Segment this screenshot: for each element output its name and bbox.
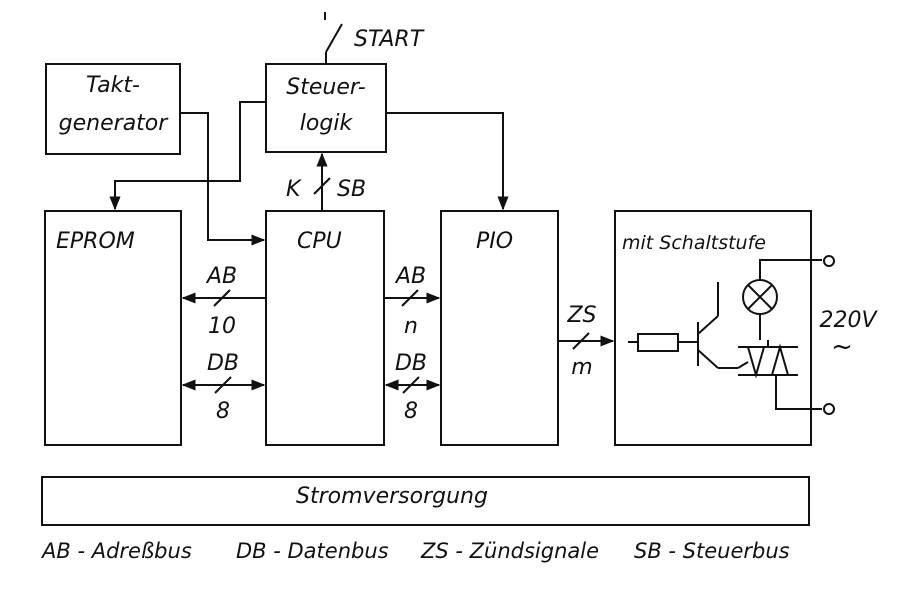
taktgenerator-label-2: generator bbox=[59, 111, 170, 136]
zs-width: m bbox=[571, 355, 592, 380]
cpu-label: CPU bbox=[297, 229, 342, 254]
legend-sb: SB - Steuerbus bbox=[634, 539, 790, 563]
control-to-eprom-line bbox=[109, 101, 266, 211]
ac-symbol: ~ bbox=[831, 332, 853, 362]
schaltstufe-label: mit Schaltstufe bbox=[622, 232, 766, 254]
stromversorgung-label: Stromversorgung bbox=[296, 484, 488, 509]
sb-bus-slash bbox=[313, 177, 331, 195]
sb-label: SB bbox=[337, 177, 366, 202]
k-label: K bbox=[286, 177, 302, 202]
ab-pio-label: AB bbox=[394, 264, 426, 289]
triac-icon bbox=[737, 340, 798, 379]
ab-pio-slash bbox=[401, 289, 419, 307]
db-eprom-label: DB bbox=[207, 351, 239, 376]
ab-eprom-width: 10 bbox=[208, 314, 236, 339]
terminal-bottom bbox=[823, 403, 835, 415]
ab-pio-width: n bbox=[404, 314, 418, 339]
taktgenerator-block bbox=[45, 63, 181, 155]
control-to-pio-line bbox=[386, 112, 509, 211]
zs-slash bbox=[572, 332, 590, 350]
db-eprom-width: 8 bbox=[216, 399, 230, 424]
cpu-block bbox=[265, 210, 385, 446]
db-pio-width: 8 bbox=[404, 399, 418, 424]
stromversorgung-block bbox=[41, 476, 810, 526]
db-pio-slash bbox=[402, 376, 420, 394]
db-eprom-slash bbox=[214, 376, 232, 394]
ab-eprom-slash bbox=[213, 289, 231, 307]
legend-ab: AB - Adreßbus bbox=[40, 539, 192, 563]
db-pio-label: DB bbox=[395, 351, 427, 376]
legend-db: DB - Datenbus bbox=[236, 539, 389, 563]
voltage-label: 220V bbox=[819, 308, 878, 333]
legend-zs: ZS - Zündsignale bbox=[420, 539, 599, 563]
pio-label: PIO bbox=[476, 229, 513, 254]
ab-eprom-label: AB bbox=[205, 264, 237, 289]
eprom-block bbox=[44, 210, 182, 446]
zs-label: ZS bbox=[566, 303, 596, 328]
schaltstufe-block bbox=[614, 210, 812, 446]
switching-circuit bbox=[628, 259, 822, 410]
steuerlogik-label-2: logik bbox=[300, 111, 354, 136]
start-switch bbox=[324, 12, 343, 64]
taktgenerator-label-1: Takt- bbox=[86, 73, 140, 98]
eprom-label: EPROM bbox=[56, 229, 135, 254]
clock-line bbox=[180, 112, 266, 246]
start-label: START bbox=[354, 27, 425, 52]
steuerlogik-label-1: Steuer- bbox=[286, 75, 365, 100]
pio-block bbox=[440, 210, 559, 446]
terminal-top bbox=[823, 255, 835, 267]
resistor bbox=[637, 333, 679, 352]
